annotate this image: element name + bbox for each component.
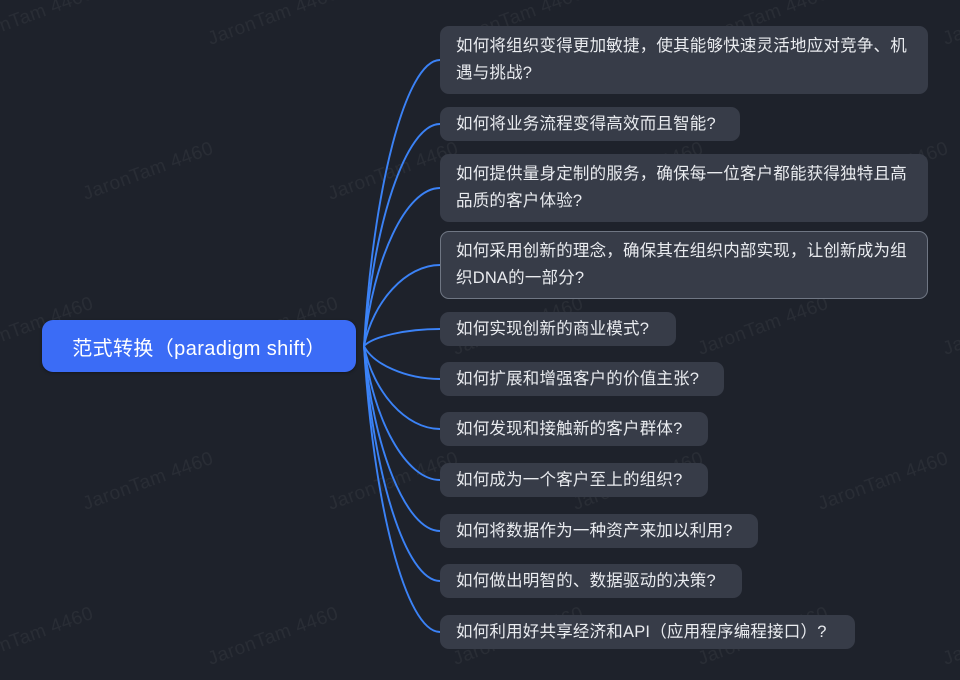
mindmap-node-10[interactable]: 如何做出明智的、数据驱动的决策? [440,564,742,598]
mindmap-node-label: 如何实现创新的商业模式? [456,319,650,338]
mindmap-node-label: 如何将数据作为一种资产来加以利用? [456,521,733,540]
mindmap-node-1[interactable]: 如何将组织变得更加敏捷，使其能够快速灵活地应对竞争、机遇与挑战? [440,26,928,94]
mindmap-node-11[interactable]: 如何利用好共享经济和API（应用程序编程接口）? [440,615,855,649]
mindmap-node-label: 如何采用创新的理念，确保其在组织内部实现，让创新成为组织DNA的一部分? [456,242,907,287]
mindmap-node-label: 如何发现和接触新的客户群体? [456,419,683,438]
mindmap-node-2[interactable]: 如何将业务流程变得高效而且智能? [440,107,740,141]
mindmap-node-label: 如何扩展和增强客户的价值主张? [456,369,700,388]
mindmap-node-3[interactable]: 如何提供量身定制的服务，确保每一位客户都能获得独特且高品质的客户体验? [440,154,928,222]
mindmap-node-4[interactable]: 如何采用创新的理念，确保其在组织内部实现，让创新成为组织DNA的一部分? [440,231,928,299]
mindmap-node-9[interactable]: 如何将数据作为一种资产来加以利用? [440,514,758,548]
mindmap-node-7[interactable]: 如何发现和接触新的客户群体? [440,412,708,446]
root-node-label: 范式转换（paradigm shift） [72,337,326,360]
mindmap-node-5[interactable]: 如何实现创新的商业模式? [440,312,676,346]
mindmap-node-label: 如何成为一个客户至上的组织? [456,470,683,489]
mindmap-node-label: 如何做出明智的、数据驱动的决策? [456,571,716,590]
mindmap-node-label: 如何将业务流程变得高效而且智能? [456,114,716,133]
root-node[interactable]: 范式转换（paradigm shift） [42,320,356,372]
mindmap-node-label: 如何将组织变得更加敏捷，使其能够快速灵活地应对竞争、机遇与挑战? [456,37,907,82]
mindmap-node-label: 如何利用好共享经济和API（应用程序编程接口）? [456,622,827,641]
mindmap-node-8[interactable]: 如何成为一个客户至上的组织? [440,463,708,497]
mindmap-node-6[interactable]: 如何扩展和增强客户的价值主张? [440,362,724,396]
mindmap-node-label: 如何提供量身定制的服务，确保每一位客户都能获得独特且高品质的客户体验? [456,165,907,210]
